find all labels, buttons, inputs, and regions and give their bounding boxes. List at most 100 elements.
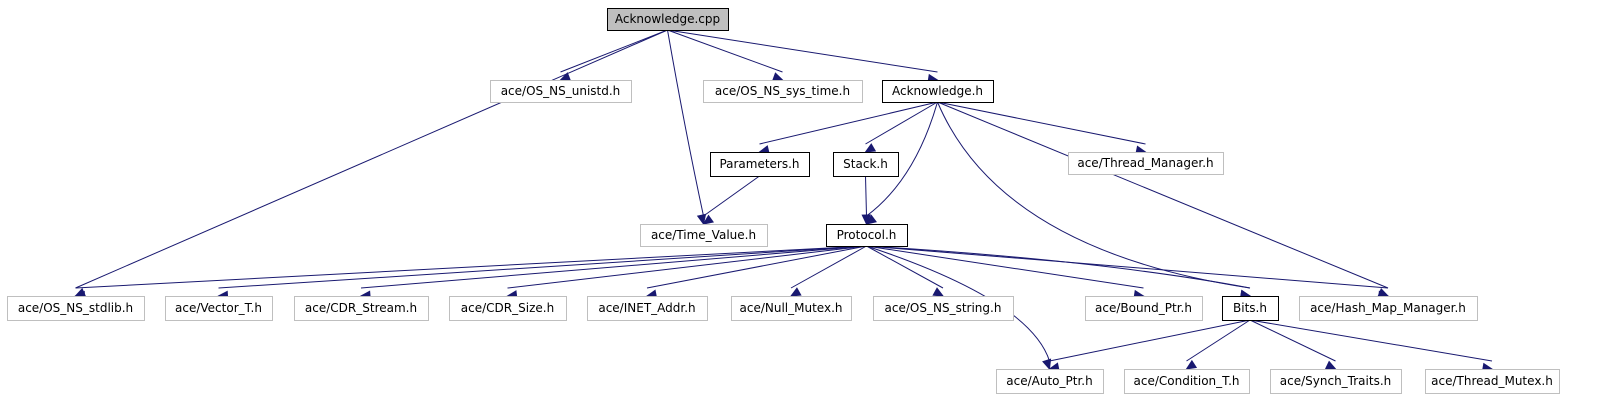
arrowhead-acknowledge_h-to-protocol_h (865, 214, 877, 225)
node-box (7, 296, 145, 321)
node-label: ace/OS_NS_sys_time.h (715, 84, 850, 98)
node-box (1068, 152, 1224, 175)
node-box (1085, 296, 1203, 321)
edge-acknowledge_h-to-stack_h (865, 101, 938, 145)
arrowhead-protocol_h-to-auto_ptr (1042, 358, 1052, 371)
node-box (833, 152, 899, 177)
node-time-value: ace/Time_Value.h (640, 224, 768, 247)
node-box (1124, 369, 1250, 394)
node-label: ace/CDR_Size.h (461, 301, 554, 315)
edge-protocol_h-to-hash_map_manager (866, 245, 1389, 289)
edge-acknowledge_cpp-to-os_ns_stdlib (75, 29, 668, 289)
node-box (607, 8, 729, 31)
edge-acknowledge_cpp-to-acknowledge_h (667, 29, 938, 73)
node-label: ace/OS_NS_string.h (885, 301, 1002, 315)
node-thread-manager: ace/Thread_Manager.h (1068, 152, 1224, 175)
edge-acknowledge_cpp-to-os_ns_sys_time (667, 29, 783, 73)
node-bound-ptr: ace/Bound_Ptr.h (1085, 296, 1203, 321)
node-box (640, 224, 768, 247)
node-label: Acknowledge.cpp (615, 12, 720, 26)
edge-stack_h-to-protocol_h (865, 175, 867, 217)
node-os-ns-stdlib: ace/OS_NS_stdlib.h (7, 296, 145, 321)
edge-protocol_h-to-null_mutex (790, 245, 867, 289)
edge-acknowledge_cpp-to-time_value (667, 29, 704, 217)
node-label: ace/Synch_Traits.h (1280, 374, 1391, 388)
arrowhead-acknowledge_cpp-to-time_value (696, 213, 707, 226)
edge-acknowledge_h-to-hash_map_manager (937, 101, 1389, 289)
edge-protocol_h-to-bound_ptr (866, 245, 1144, 289)
edge-acknowledge_h-to-thread_manager (937, 101, 1146, 145)
node-acknowledge-cpp[interactable]: Acknowledge.cpp (607, 8, 729, 31)
node-os-ns-unistd: ace/OS_NS_unistd.h (490, 80, 632, 103)
arrowhead-protocol_h-to-os_ns_string (932, 287, 945, 297)
node-condition-t: ace/Condition_T.h (1124, 369, 1250, 394)
edge-bits_h-to-thread_mutex (1249, 319, 1493, 362)
edge-bits_h-to-auto_ptr (1049, 319, 1251, 362)
node-protocol-h[interactable]: Protocol.h (826, 224, 908, 247)
node-null-mutex: ace/Null_Mutex.h (731, 296, 852, 321)
node-parameters-h[interactable]: Parameters.h (710, 152, 810, 177)
edge-acknowledge_h-to-protocol_h (866, 101, 938, 217)
edge-acknowledge_cpp-to-os_ns_unistd (560, 29, 668, 73)
node-label: ace/Thread_Mutex.h (1431, 374, 1553, 388)
arrowhead-acknowledge_h-to-stack_h (864, 143, 877, 153)
node-bits-h[interactable]: Bits.h (1222, 296, 1279, 321)
node-box (1222, 296, 1279, 321)
node-label: ace/OS_NS_unistd.h (501, 84, 621, 98)
edge-bits_h-to-synch_traits (1249, 319, 1336, 362)
arrowhead-protocol_h-to-null_mutex (789, 287, 802, 297)
node-inet-addr: ace/INET_Addr.h (587, 296, 708, 321)
node-label: Acknowledge.h (892, 84, 983, 98)
node-box (826, 224, 908, 247)
node-cdr-size: ace/CDR_Size.h (449, 296, 567, 321)
node-label: ace/Vector_T.h (175, 301, 262, 315)
arrowhead-acknowledge_cpp-to-os_ns_sys_time (771, 72, 784, 82)
node-acknowledge-h[interactable]: Acknowledge.h (882, 80, 994, 103)
edge-protocol_h-to-cdr_size (507, 245, 867, 289)
node-box (996, 369, 1104, 394)
edge-protocol_h-to-cdr_stream (360, 245, 867, 289)
edge-protocol_h-to-os_ns_string (866, 245, 944, 289)
node-label: ace/Bound_Ptr.h (1095, 301, 1192, 315)
edges-layer (74, 29, 1494, 373)
node-box (731, 296, 852, 321)
node-label: ace/CDR_Stream.h (305, 301, 417, 315)
node-label: Protocol.h (837, 228, 897, 242)
node-box (449, 296, 567, 321)
node-label: ace/Hash_Map_Manager.h (1310, 301, 1466, 315)
node-label: ace/INET_Addr.h (598, 301, 695, 315)
node-box (1270, 369, 1402, 394)
node-box (882, 80, 994, 103)
node-os-ns-sys-time: ace/OS_NS_sys_time.h (703, 80, 863, 103)
node-box (710, 152, 810, 177)
node-label: ace/Condition_T.h (1134, 374, 1240, 388)
node-stack-h[interactable]: Stack.h (833, 152, 899, 177)
node-label: ace/OS_NS_stdlib.h (18, 301, 133, 315)
arrowhead-parameters_h-to-time_value (702, 214, 715, 225)
node-box (873, 296, 1014, 321)
edge-acknowledge_h-to-parameters_h (759, 101, 938, 145)
node-label: ace/Time_Value.h (651, 228, 756, 242)
edge-acknowledge_h-to-bits_h (937, 101, 1251, 289)
node-box (165, 296, 273, 321)
node-label: ace/Auto_Ptr.h (1006, 374, 1092, 388)
node-vector-t: ace/Vector_T.h (165, 296, 273, 321)
node-label: Stack.h (843, 157, 888, 171)
node-label: ace/Null_Mutex.h (740, 301, 843, 315)
node-box (490, 80, 632, 103)
edge-bits_h-to-condition_t (1186, 319, 1251, 362)
node-label: Bits.h (1233, 301, 1267, 315)
node-cdr-stream: ace/CDR_Stream.h (294, 296, 429, 321)
node-hash-map-manager: ace/Hash_Map_Manager.h (1299, 296, 1478, 321)
arrowhead-stack_h-to-protocol_h (861, 214, 872, 226)
node-box (703, 80, 863, 103)
node-label: ace/Thread_Manager.h (1077, 156, 1213, 170)
arrowhead-bits_h-to-condition_t (1185, 359, 1198, 370)
node-thread-mutex: ace/Thread_Mutex.h (1425, 369, 1560, 394)
node-auto-ptr: ace/Auto_Ptr.h (996, 369, 1104, 394)
node-label: Parameters.h (719, 157, 799, 171)
edge-protocol_h-to-vector_t (218, 245, 867, 289)
edge-protocol_h-to-inet_addr (646, 245, 867, 289)
nodes-layer: Acknowledge.cpp ace/OS_NS_unistd.h ace/OS_… (7, 8, 1560, 394)
